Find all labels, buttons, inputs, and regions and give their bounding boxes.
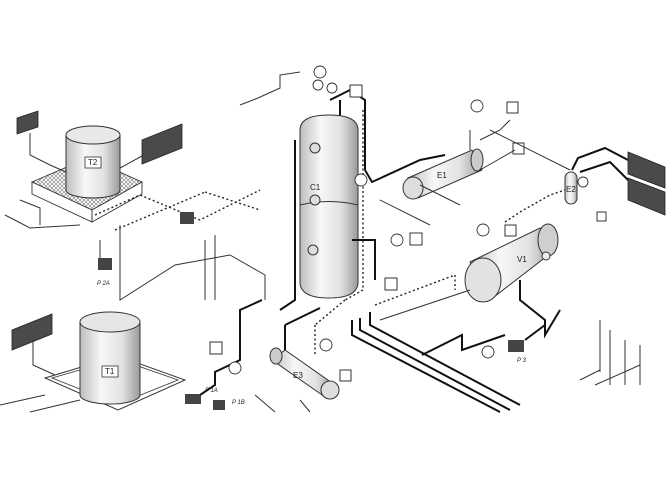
instrument-box [512,142,525,155]
tank-t1[interactable] [79,321,141,405]
instrument-box [506,101,519,114]
pipe [204,235,216,300]
tank-t2-area: T2 [4,110,183,229]
vessel-v1-area: V1 P 3 [374,223,641,386]
pump-p1b-label: P 1B [232,400,245,406]
callout-box [627,177,666,216]
pump-p3[interactable] [508,340,524,352]
main-pipeline [351,312,521,413]
exchanger-e1-label: E1 [437,171,447,180]
tag-box [84,156,102,169]
instrument-box [349,84,363,98]
pipe [519,280,561,339]
tag-box [101,365,119,378]
column-c1[interactable] [299,114,359,299]
exchanger-e2-label: E2 [566,185,576,194]
gauge [312,79,324,91]
vessel-head [464,257,502,303]
callout-box [16,110,39,135]
pipe [119,155,143,169]
exchanger-e1-area: E1 [364,99,571,226]
pump-p2a-label: P 2A [97,281,110,287]
tank-t1-area: T1 P 1A P 1B [0,299,263,413]
pipe [379,129,571,226]
instrument-box [384,277,398,291]
vessel-v1-label: V1 [517,255,527,264]
pipe [351,320,501,413]
gauge [577,176,589,188]
tank-top [79,311,141,333]
exchanger-head [402,176,424,200]
pump-p2a[interactable] [98,258,112,270]
pipe [29,133,67,173]
instrument-box [339,369,352,382]
manway [309,194,321,206]
pipe [421,324,546,356]
callout-box [141,123,183,165]
tank-t1-label: T1 [105,367,115,376]
exchanger-head [269,347,283,365]
pipe [239,71,301,106]
column-c1-area: C1 [239,65,423,311]
gauge [481,345,495,359]
pump-area-p2a: P 2A [94,189,266,301]
instrument-box [209,341,223,355]
gauge [390,233,404,247]
instrument-box [504,224,517,237]
gauge [228,361,242,375]
gauge [354,173,368,187]
pump-p1b[interactable] [213,400,225,410]
bund-wall [91,181,143,223]
pipe [359,318,511,411]
manway [307,244,319,256]
exchanger-head [320,380,340,400]
manway [309,142,321,154]
exchanger-head [470,148,484,172]
exchanger-e2[interactable] [564,171,578,205]
pipe [4,199,81,229]
gauge [313,65,327,79]
pipe [469,119,511,150]
pipe [0,394,81,413]
manway [541,251,551,261]
gauge [476,223,490,237]
column-flange [299,201,359,206]
pump[interactable] [180,212,194,224]
gauge [470,99,484,113]
pipe [254,394,311,413]
column-c1-label: C1 [310,183,321,192]
pipe [99,225,266,301]
dashed-line [504,189,566,223]
callout-box [627,151,666,189]
vessel-head [537,223,559,257]
pipe [199,299,263,396]
tank-t2-label: T2 [88,158,98,167]
callout-box [11,313,53,351]
exchanger-e2-area: E2 [504,146,666,223]
dashed-line [344,110,364,301]
utility-lines [579,320,641,386]
dashed-line [94,189,261,231]
pipe [279,140,376,311]
pipe [379,289,471,321]
dashed-line [314,299,346,355]
pump-p3-label: P 3 [517,358,526,364]
pump-p1a[interactable] [185,394,201,404]
pipe [571,146,629,181]
dashed-line [374,273,456,306]
instrument-box [596,211,607,222]
instrument-box [409,232,423,246]
pipe [32,340,56,376]
pump-p1a-label: P 1A [205,388,218,394]
tank-top [65,125,121,145]
gauge [319,338,333,352]
pipe [364,154,446,184]
pipe [369,312,521,406]
exchanger-e3-label: E3 [293,371,303,380]
gauge [326,82,338,94]
exchanger-e3-area: E3 [254,299,352,413]
